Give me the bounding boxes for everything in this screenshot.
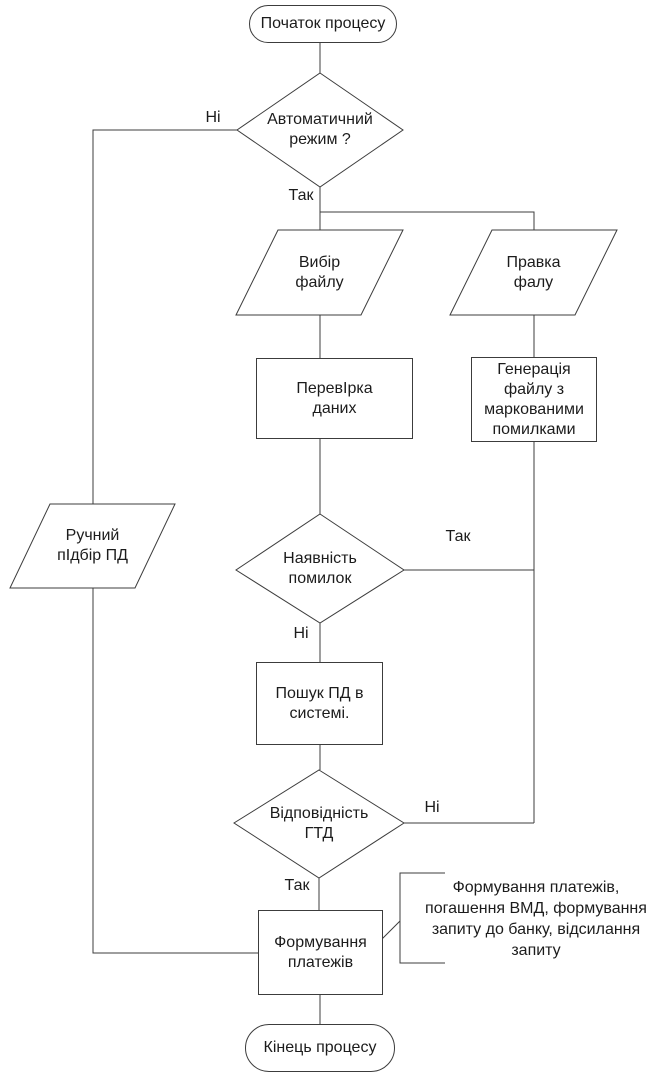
- edge-label-gtd-yes: Так: [284, 877, 310, 894]
- decision-errors-exist-label: Наявність помилок: [283, 549, 357, 587]
- edge-label-auto-no: Ні: [205, 109, 221, 126]
- decision-auto-mode-label: Автоматичний режим ?: [267, 111, 373, 148]
- process-search-pd: Пошук ПД в системі.: [256, 662, 383, 745]
- start-terminator: Початок процесу: [249, 5, 397, 43]
- edge-branch-to-file-fix: [320, 211, 535, 230]
- decision-auto-mode-shape: [236, 72, 404, 188]
- edge-label-errors-no: Ні: [293, 625, 309, 642]
- io-file-select-label: Вибір файлу: [295, 253, 344, 291]
- process-form-payments: Формування платежів: [258, 910, 383, 995]
- io-file-select-shape: [235, 229, 404, 316]
- edge-label-errors-yes: Так: [445, 528, 471, 545]
- edge-label-auto-yes: Так: [288, 187, 314, 204]
- decision-gtd-match-shape: [233, 769, 405, 879]
- io-file-fix-shape: [449, 229, 618, 316]
- io-manual-pd-label: Ручний пІдбір ПД: [57, 527, 128, 564]
- decision-errors-exist-shape: [235, 513, 405, 624]
- payments-annotation: Формування платежів, погашення ВМД, форм…: [425, 879, 647, 959]
- annotation-leader-line: [381, 920, 401, 940]
- annotation-bracket: [399, 872, 445, 964]
- end-terminator: Кінець процесу: [245, 1024, 395, 1072]
- io-file-fix-label: Правка фалу: [506, 253, 561, 291]
- edge-label-gtd-no: Ні: [424, 799, 440, 816]
- decision-gtd-match-label: Відповідність ГТД: [269, 805, 369, 842]
- process-data-check: ПеревІрка даних: [256, 358, 413, 439]
- process-generate-marked-file: Генерація файлу з маркованими помилками: [471, 357, 597, 442]
- io-manual-pd-shape: [9, 503, 176, 589]
